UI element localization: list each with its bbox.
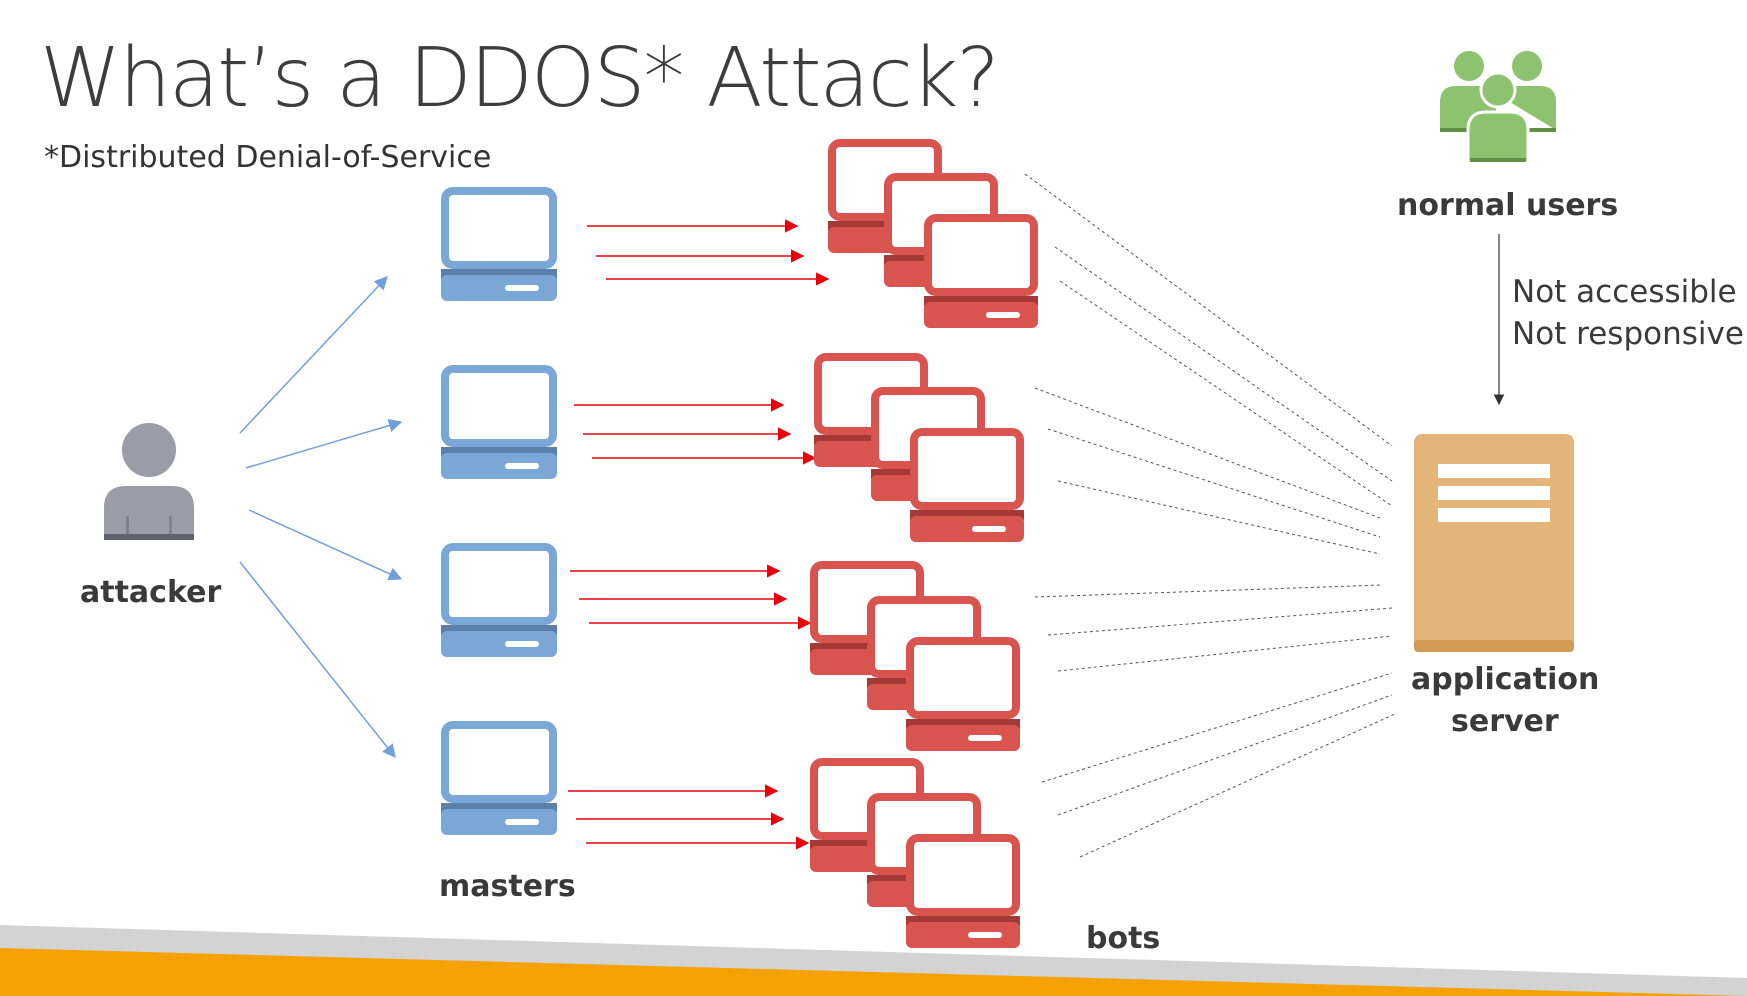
masters-label: masters: [439, 869, 576, 904]
bot-laptop-icon: [910, 432, 1024, 542]
status-note-not-responsive: Not responsive: [1512, 316, 1744, 352]
attacker-label: attacker: [80, 575, 222, 610]
flood-traffic-lines: [1024, 173, 1398, 858]
server-label-line1: application: [1411, 662, 1600, 697]
bot-laptop-icon: [924, 218, 1038, 328]
laptop-icon: [441, 187, 557, 301]
server-label-line2: server: [1451, 704, 1559, 739]
status-note-not-accessible: Not accessible: [1512, 274, 1737, 310]
attack-command-arrows: [568, 219, 830, 850]
person-icon: [104, 423, 194, 540]
bot-laptop-icon: [906, 641, 1020, 751]
laptop-icon: [441, 365, 557, 479]
footer-band: [0, 948, 1747, 996]
laptop-icon: [441, 721, 557, 835]
slide-title: What’s a DDOS* Attack?: [40, 31, 1000, 126]
bot-laptop-icon: [906, 838, 1020, 948]
normal-users-label: normal users: [1397, 188, 1619, 223]
footer-stripe: [0, 925, 1747, 996]
bots-label: bots: [1086, 921, 1161, 956]
control-arrows: [239, 276, 403, 759]
users-group-icon: [1440, 51, 1556, 164]
server-icon: [1414, 434, 1574, 652]
laptop-icon: [441, 543, 557, 657]
slide-subtitle: *Distributed Denial-of-Service: [44, 140, 492, 175]
